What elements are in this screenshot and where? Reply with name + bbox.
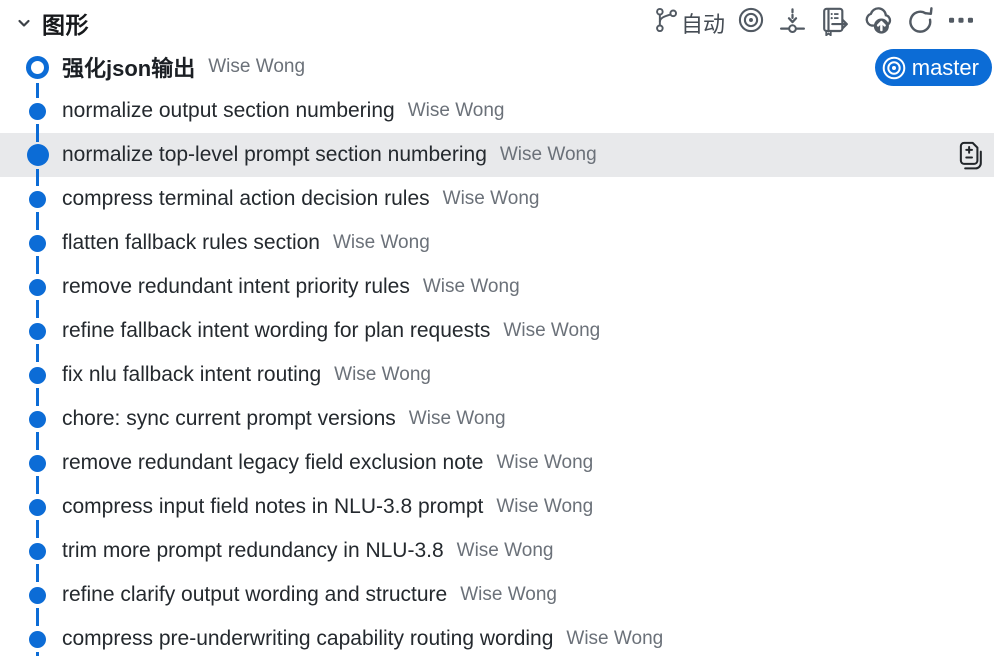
commit-node-icon (29, 102, 46, 120)
graph-line (36, 388, 39, 406)
commit-row[interactable]: trim more prompt redundancy in NLU-3.8 W… (0, 529, 994, 582)
graph-line (36, 652, 39, 656)
graph-toolbar: 自动 (651, 6, 977, 40)
commit-row[interactable]: compress terminal action decision rules … (0, 177, 994, 230)
commit-row[interactable]: fix nlu fallback intent routing Wise Won… (0, 353, 994, 406)
open-changes-button[interactable] (951, 138, 985, 172)
graph-line (36, 169, 39, 186)
commit-node-icon (29, 454, 46, 472)
cloud-upload-icon (860, 4, 894, 41)
commit-message: normalize top-level prompt section numbe… (62, 143, 487, 166)
commit-author: Wise Wong (496, 496, 594, 517)
commit-message: remove redundant legacy field exclusion … (62, 451, 484, 474)
graph-line (36, 256, 39, 274)
fetch-button[interactable] (776, 6, 808, 40)
graph-line (36, 432, 39, 450)
commit-node-icon (29, 410, 46, 428)
commit-node-icon (29, 190, 46, 208)
refresh-button[interactable] (904, 6, 936, 40)
graph-line (36, 83, 39, 98)
commit-message: compress input field notes in NLU-3.8 pr… (62, 495, 484, 518)
commit-node-icon (26, 144, 49, 166)
commit-message: trim more prompt redundancy in NLU-3.8 (62, 539, 444, 562)
commit-author: Wise Wong (208, 56, 306, 77)
commit-row[interactable]: chore: sync current prompt versions Wise… (0, 397, 994, 450)
commit-row[interactable]: compress pre-underwriting capability rou… (0, 617, 994, 656)
graph-line (36, 344, 39, 362)
branch-picker-button[interactable]: 自动 (651, 6, 726, 40)
commit-row[interactable]: normalize output section numbering Wise … (0, 89, 994, 142)
commit-row[interactable]: flatten fallback rules section Wise Wong (0, 221, 994, 274)
commit-node-icon (29, 630, 46, 648)
commit-message: flatten fallback rules section (62, 231, 320, 254)
more-ellipsis-icon (946, 5, 976, 40)
commit-row[interactable]: remove redundant intent priority rules W… (0, 265, 994, 318)
commit-author: Wise Wong (456, 540, 554, 561)
open-repository-button[interactable] (817, 6, 850, 40)
commit-author: Wise Wong (407, 100, 505, 121)
commit-message: chore: sync current prompt versions (62, 407, 396, 430)
git-branch-icon (652, 6, 680, 39)
refresh-icon (905, 5, 935, 40)
commit-author: Wise Wong (503, 320, 601, 341)
commit-node-icon (29, 322, 46, 340)
commit-author: Wise Wong (332, 232, 430, 253)
commit-row[interactable]: 强化json输出 Wise Wong master (0, 45, 994, 98)
commit-node-icon (29, 586, 46, 604)
fetch-arrow-down-to-commit-icon (778, 6, 807, 40)
chevron-down-icon[interactable] (12, 11, 36, 35)
branch-badge-master[interactable]: master (874, 49, 992, 86)
publish-button[interactable] (859, 6, 895, 40)
commit-node-icon (29, 234, 46, 252)
commit-message: compress pre-underwriting capability rou… (62, 627, 554, 650)
commit-row[interactable]: compress input field notes in NLU-3.8 pr… (0, 485, 994, 538)
graph-line (36, 300, 39, 318)
commit-message: refine fallback intent wording for plan … (62, 319, 491, 342)
commit-author: Wise Wong (460, 584, 557, 605)
graph-line (36, 476, 39, 494)
commit-node-icon (29, 366, 46, 384)
graph-line (36, 124, 39, 142)
commit-author: Wise Wong (499, 144, 597, 165)
branch-picker-label: 自动 (680, 11, 725, 37)
commit-node-icon (29, 542, 46, 560)
commit-node-ring-icon (26, 55, 49, 79)
bullseye-icon (880, 54, 908, 82)
graph-line (36, 608, 39, 626)
graph-panel-header: 图形 自动 (0, 0, 994, 45)
more-actions-button[interactable] (945, 6, 977, 40)
commit-author: Wise Wong (442, 188, 540, 209)
target-bullseye-icon (736, 5, 766, 40)
commit-message: normalize output section numbering (62, 99, 395, 122)
commit-row[interactable]: remove redundant legacy field exclusion … (0, 441, 994, 494)
commit-row-selected[interactable]: normalize top-level prompt section numbe… (0, 133, 994, 186)
badge-label: master (911, 54, 979, 80)
panel-title: 图形 (42, 11, 89, 38)
commit-node-icon (29, 498, 46, 516)
commit-author: Wise Wong (408, 408, 506, 429)
commit-message: fix nlu fallback intent routing (62, 363, 322, 386)
commit-message: refine clarify output wording and struct… (62, 583, 448, 606)
commit-author: Wise Wong (334, 364, 431, 385)
commit-row[interactable]: refine clarify output wording and struct… (0, 573, 994, 626)
commit-node-icon (29, 278, 46, 296)
open-changes-diff-icon (951, 138, 985, 172)
goto-current-commit-button[interactable] (735, 6, 767, 40)
graph-line (36, 564, 39, 582)
commit-author: Wise Wong (422, 276, 520, 297)
graph-line (36, 212, 39, 230)
commit-message: compress terminal action decision rules (62, 187, 430, 210)
commit-author: Wise Wong (566, 628, 664, 649)
repo-arrow-right-icon (818, 5, 849, 41)
graph-line (36, 520, 39, 538)
commit-row[interactable]: refine fallback intent wording for plan … (0, 309, 994, 362)
commit-message: 强化json输出 (62, 56, 196, 81)
commit-message: remove redundant intent priority rules (62, 275, 410, 298)
commit-list: 强化json输出 Wise Wong master normalize outp… (0, 45, 994, 656)
commit-author: Wise Wong (496, 452, 594, 473)
